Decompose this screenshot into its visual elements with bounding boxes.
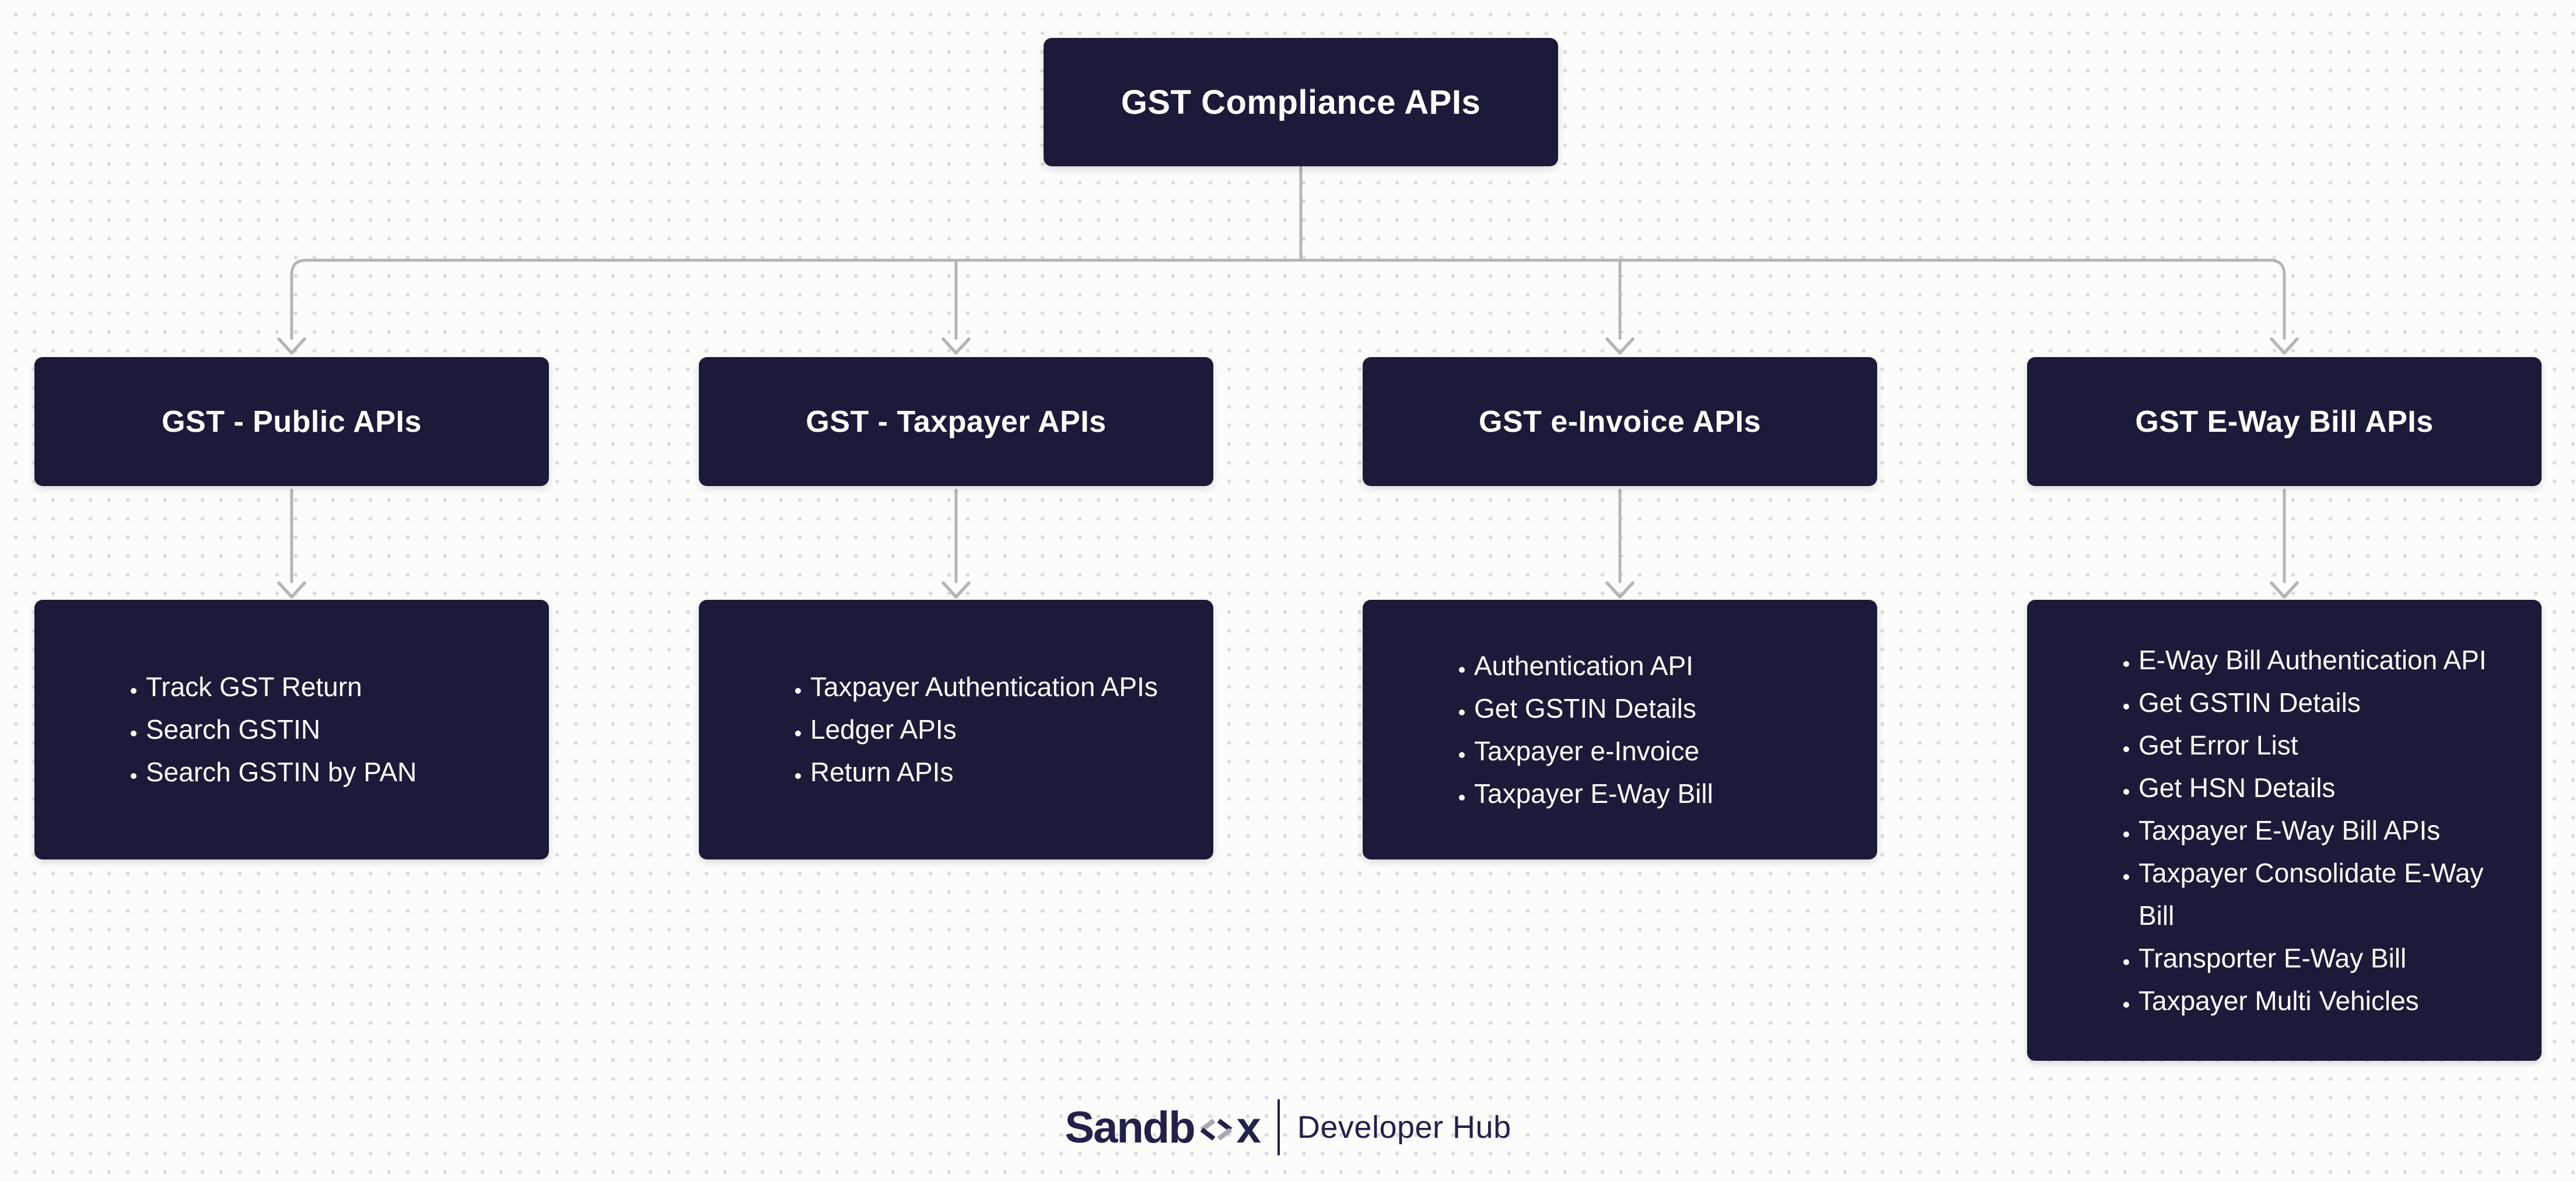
arrowhead — [277, 337, 306, 355]
arrowhead — [1605, 337, 1634, 355]
list-item: Taxpayer Consolidate E-Way Bill — [2138, 852, 2489, 937]
list-item: Search GSTIN by PAN — [146, 751, 416, 794]
list-gst-einvoice-apis: Authentication APIGet GSTIN DetailsTaxpa… — [1363, 600, 1877, 859]
list-gst-public-apis: Track GST ReturnSearch GSTINSearch GSTIN… — [34, 600, 549, 859]
list-gst-eway-bill-apis: E-Way Bill Authentication APIGet GSTIN D… — [2027, 600, 2542, 1061]
list-item: Taxpayer Authentication APIs — [810, 666, 1158, 708]
arrowhead — [1605, 581, 1634, 599]
footer-logo: Sandb x Developer Hub — [0, 1095, 2576, 1160]
list-item: Taxpayer Multi Vehicles — [2138, 980, 2489, 1022]
branch-title: GST - Public APIs — [162, 404, 422, 439]
list-item: Get Error List — [2138, 724, 2489, 767]
angle-brackets-diamond-icon — [1200, 1119, 1232, 1141]
node-gst-public-apis: GST - Public APIs — [34, 357, 549, 486]
bus-line — [290, 258, 2286, 277]
brand-suffix: x — [1236, 1102, 1261, 1152]
arrowhead — [942, 581, 971, 599]
arrowhead — [2270, 581, 2299, 599]
sandbox-logo: Sandb x — [1065, 1102, 1261, 1153]
node-gst-eway-bill-apis: GST E-Way Bill APIs — [2027, 357, 2542, 486]
list-item: Ledger APIs — [810, 708, 1158, 751]
list-item: E-Way Bill Authentication API — [2138, 639, 2489, 682]
list-item: Taxpayer e-Invoice — [1474, 730, 1713, 773]
root-title: GST Compliance APIs — [1121, 83, 1481, 121]
api-list: Authentication APIGet GSTIN DetailsTaxpa… — [1446, 645, 1713, 815]
arrowhead — [277, 581, 306, 599]
api-list: Track GST ReturnSearch GSTINSearch GSTIN… — [118, 666, 416, 794]
arrowhead — [2270, 337, 2299, 355]
list-gst-taxpayer-apis: Taxpayer Authentication APIsLedger APIsR… — [699, 600, 1213, 859]
list-item: Taxpayer E-Way Bill APIs — [2138, 809, 2489, 852]
list-item: Return APIs — [810, 751, 1158, 794]
api-list: E-Way Bill Authentication APIGet GSTIN D… — [2110, 639, 2489, 1022]
branch-title: GST - Taxpayer APIs — [806, 404, 1107, 439]
list-item: Authentication API — [1474, 645, 1713, 687]
branch-title: GST e-Invoice APIs — [1479, 404, 1761, 439]
list-item: Get GSTIN Details — [2138, 682, 2489, 724]
list-item: Get HSN Details — [2138, 767, 2489, 809]
node-gst-einvoice-apis: GST e-Invoice APIs — [1363, 357, 1877, 486]
developer-hub-label: Developer Hub — [1297, 1110, 1511, 1145]
node-gst-taxpayer-apis: GST - Taxpayer APIs — [699, 357, 1213, 486]
list-item: Taxpayer E-Way Bill — [1474, 773, 1713, 815]
logo-divider — [1277, 1099, 1280, 1155]
list-item: Search GSTIN — [146, 708, 416, 751]
list-item: Get GSTIN Details — [1474, 687, 1713, 730]
list-item: Transporter E-Way Bill — [2138, 937, 2489, 980]
branch-title: GST E-Way Bill APIs — [2135, 404, 2434, 439]
list-item: Track GST Return — [146, 666, 416, 708]
api-list: Taxpayer Authentication APIsLedger APIsR… — [782, 666, 1158, 794]
node-gst-compliance-apis: GST Compliance APIs — [1044, 38, 1558, 166]
brand-prefix: Sandb — [1065, 1102, 1195, 1152]
arrowhead — [942, 337, 971, 355]
